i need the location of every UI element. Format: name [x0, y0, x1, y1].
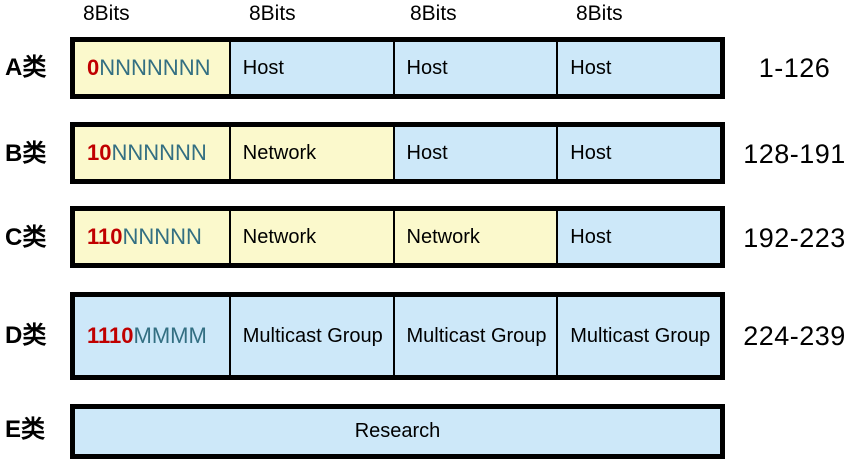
- class-d-bit-prefix: 1110: [87, 323, 134, 349]
- class-d-field-cell-2: Multicast Group: [230, 297, 393, 375]
- class-e-field-cell: Research: [75, 409, 720, 454]
- class-a-field-cell-2: Host: [230, 42, 393, 94]
- class-d-range-label: 224-239: [743, 321, 846, 351]
- bit-width-label-2: 8Bits: [249, 2, 296, 25]
- class-c-range-label: 192-223: [743, 223, 846, 253]
- class-b-field-cell-3: Host: [394, 127, 557, 179]
- class-d-field-cell-3: Multicast Group: [394, 297, 557, 375]
- class-c-label: C类: [5, 224, 47, 251]
- class-b-bit-letters: NNNNNN: [111, 140, 207, 166]
- class-a-bit-letters: NNNNNNN: [99, 55, 211, 81]
- class-a-range-label: 1-126: [758, 53, 831, 83]
- class-d-label: D类: [5, 322, 47, 349]
- class-d-field-cell-4: Multicast Group: [558, 297, 720, 375]
- class-a-label: A类: [5, 54, 47, 81]
- class-a-bit-prefix: 0: [87, 55, 100, 81]
- class-b-range-label: 128-191: [743, 139, 846, 169]
- class-e-label: E类: [5, 416, 46, 443]
- bit-width-label-4: 8Bits: [576, 2, 623, 25]
- class-c-bit-letters: NNNNN: [122, 224, 202, 250]
- class-a-field-cell-4: Host: [558, 42, 720, 94]
- class-c-bit-prefix: 110: [87, 224, 123, 250]
- class-d-bit-letters: MMMM: [133, 323, 207, 349]
- class-c-field-cell-2: Network: [230, 211, 393, 263]
- class-a-field-cell-3: Host: [394, 42, 557, 94]
- class-b-bit-prefix: 10: [87, 140, 112, 166]
- class-b-field-cell-2: Network: [230, 127, 393, 179]
- bit-width-label-3: 8Bits: [410, 2, 457, 25]
- class-e-box: Research: [70, 404, 725, 459]
- class-b-label: B类: [5, 140, 47, 167]
- bit-width-label-1: 8Bits: [83, 2, 130, 25]
- class-c-field-cell-3: Network: [394, 211, 557, 263]
- class-b-field-cell-4: Host: [558, 127, 720, 179]
- class-c-field-cell-4: Host: [558, 211, 720, 263]
